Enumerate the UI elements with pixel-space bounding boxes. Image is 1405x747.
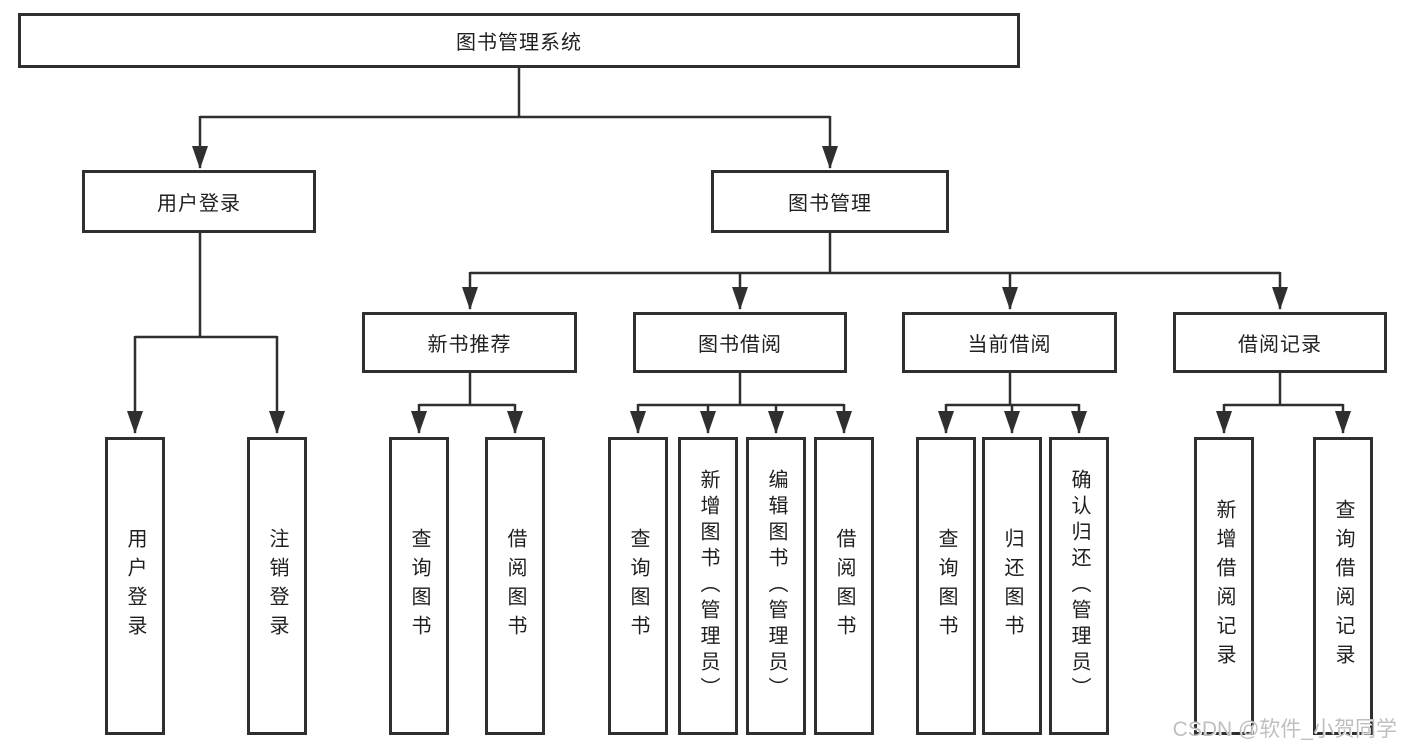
- leaf-current-return-book: 归还图书: [982, 437, 1042, 735]
- node-label: 编辑图书（管理员）: [765, 469, 787, 703]
- node-label: 图书借阅: [698, 334, 782, 356]
- csdn-watermark: CSDN @软件_小贺同学: [1172, 718, 1397, 741]
- node-library-management-system: 图书管理系统: [18, 13, 1020, 68]
- node-label: 注销登录: [266, 528, 288, 644]
- node-label: 当前借阅: [967, 334, 1052, 356]
- node-book-management: 图书管理: [711, 170, 949, 233]
- node-label: 图书管理系统: [456, 32, 582, 54]
- leaf-current-query-book: 查询图书: [916, 437, 976, 735]
- leaf-recommend-query-book: 查询图书: [389, 437, 449, 735]
- leaf-current-confirm-return: 确认归还（管理员）: [1049, 437, 1109, 735]
- leaf-record-query: 查询借阅记录: [1313, 437, 1373, 735]
- leaf-borrow-query-book: 查询图书: [608, 437, 668, 735]
- node-label: 查询图书: [408, 528, 430, 644]
- node-label: 确认归还（管理员）: [1068, 469, 1090, 703]
- node-label: 新增图书（管理员）: [697, 469, 719, 703]
- node-label: 新增借阅记录: [1213, 499, 1235, 673]
- node-label: 新书推荐: [427, 334, 512, 356]
- node-label: 归还图书: [1001, 528, 1023, 644]
- leaf-borrow-edit-book: 编辑图书（管理员）: [746, 437, 806, 735]
- node-label: 查询借阅记录: [1332, 499, 1354, 673]
- node-book-borrow: 图书借阅: [633, 312, 847, 373]
- node-label: 借阅图书: [504, 528, 526, 644]
- leaf-borrow-borrow-book: 借阅图书: [814, 437, 874, 735]
- node-label: 查询图书: [935, 528, 957, 644]
- node-user-login: 用户登录: [82, 170, 316, 233]
- node-label: 查询图书: [627, 528, 649, 644]
- node-label: 借阅图书: [833, 528, 855, 644]
- leaf-borrow-add-book: 新增图书（管理员）: [678, 437, 738, 735]
- node-label: 用户登录: [157, 193, 241, 215]
- leaf-user-login: 用户登录: [105, 437, 165, 735]
- node-borrow-record: 借阅记录: [1173, 312, 1387, 373]
- leaf-recommend-borrow-book: 借阅图书: [485, 437, 545, 735]
- node-label: 图书管理: [788, 193, 872, 215]
- node-label: 用户登录: [124, 528, 146, 644]
- leaf-logout: 注销登录: [247, 437, 307, 735]
- node-label: 借阅记录: [1238, 334, 1322, 356]
- leaf-record-add: 新增借阅记录: [1194, 437, 1254, 735]
- node-new-book-recommend: 新书推荐: [362, 312, 577, 373]
- node-current-borrow: 当前借阅: [902, 312, 1117, 373]
